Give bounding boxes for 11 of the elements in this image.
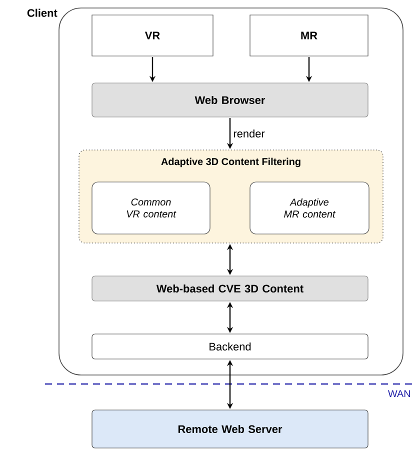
- process-box: Backend: [92, 334, 368, 360]
- process-box: Web Browser: [92, 82, 368, 118]
- content-box: Adaptive MR content: [250, 182, 370, 234]
- node-label: Client: [27, 8, 58, 17]
- process-box: VR: [92, 14, 214, 56]
- edge-label: render: [232, 128, 266, 139]
- process-box: MR: [250, 14, 368, 56]
- process-box: Web-based CVE 3D Content: [92, 276, 368, 302]
- content-box: Common VR content: [92, 182, 210, 234]
- process-box: Remote Web Server: [92, 410, 368, 448]
- network-label: WAN: [388, 390, 410, 398]
